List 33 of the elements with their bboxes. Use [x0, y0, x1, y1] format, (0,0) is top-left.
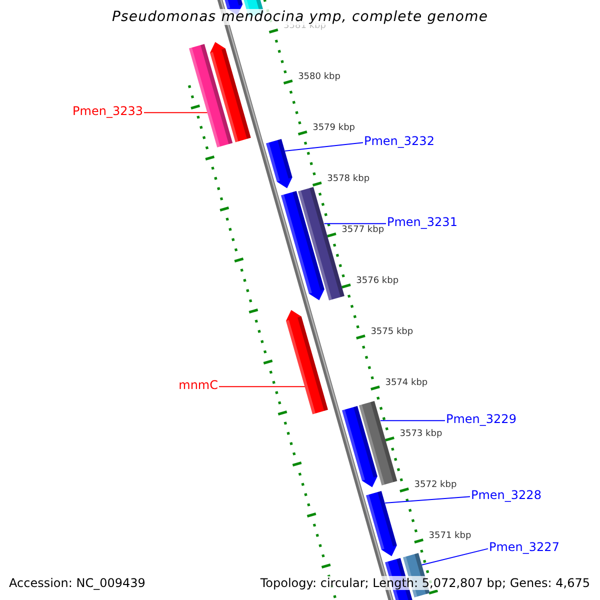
gene-label: Pmen_3233 — [72, 104, 143, 118]
gene-label: Pmen_3231 — [387, 215, 458, 229]
scale-label: 3573 kbp — [400, 429, 442, 439]
gene-label: Pmen_3227 — [489, 540, 560, 554]
scale-label: 3579 kbp — [312, 123, 355, 133]
gene-block — [366, 490, 398, 556]
leader-line — [324, 223, 386, 224]
gene-block — [342, 406, 378, 487]
gene-label: Pmen_3229 — [446, 412, 516, 426]
gene-bar — [189, 44, 233, 148]
scale-label: 3576 kbp — [356, 276, 399, 286]
leader-line — [218, 386, 306, 388]
leader-line — [420, 548, 488, 566]
leader-line — [380, 420, 446, 422]
leader-line — [384, 496, 470, 504]
scale-label: 3577 kbp — [342, 225, 384, 235]
gene-label: Pmen_3232 — [364, 134, 434, 148]
gene-block — [210, 42, 251, 142]
gene-label: Pmen_3228 — [471, 488, 542, 502]
leader-line — [144, 112, 208, 114]
scale-label: 3572 kbp — [414, 480, 457, 490]
gene-bar — [359, 400, 398, 486]
scale-label: 3574 kbp — [385, 378, 428, 388]
leader-line — [284, 142, 364, 152]
gene-block — [286, 310, 328, 414]
gene-block — [280, 190, 324, 300]
scale-label: 3575 kbp — [370, 327, 414, 337]
gene-block — [266, 138, 292, 188]
gene-label: mnmC — [178, 378, 218, 392]
scale-label: 3578 kbp — [327, 174, 370, 184]
scale-label: 3580 kbp — [298, 72, 340, 82]
scale-label: 3571 kbp — [428, 531, 472, 541]
accession-text: Accession: NC_009439 — [9, 576, 146, 590]
